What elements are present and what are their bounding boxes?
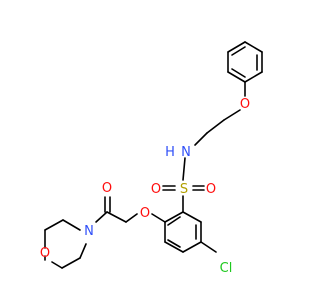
bond — [182, 157, 186, 181]
bond — [231, 68, 246, 78]
bond — [167, 239, 181, 248]
bond — [106, 211, 127, 223]
atom-o-s1: O — [151, 182, 161, 197]
bond — [51, 261, 63, 269]
atom-o-ether1: O — [240, 97, 250, 112]
atom-s: S — [180, 182, 188, 197]
atom-o-morpholine: O — [40, 246, 50, 261]
bond — [95, 211, 108, 223]
bond — [62, 219, 81, 231]
bond — [125, 213, 138, 223]
bond — [167, 216, 181, 226]
bond — [44, 219, 64, 231]
atom-o-s2: O — [206, 182, 216, 197]
atom-h-amide: H — [165, 145, 175, 160]
structure-svg: O N H S O O O O N O Cl — [40, 41, 263, 276]
bond — [151, 213, 166, 223]
bond — [223, 109, 241, 121]
bond — [227, 71, 246, 83]
bond — [200, 241, 217, 253]
bond — [61, 257, 81, 269]
bond — [164, 241, 184, 253]
bond — [244, 71, 263, 83]
morpholine-ring — [44, 219, 87, 269]
bond — [244, 41, 263, 53]
bond — [182, 211, 202, 223]
bond — [206, 119, 225, 134]
phenyl-ring — [227, 41, 263, 83]
atom-cl: Cl — [220, 261, 233, 276]
bond — [194, 132, 208, 146]
bond — [182, 241, 202, 253]
atom-n-morpholine: N — [84, 224, 94, 239]
bond — [227, 41, 246, 53]
molecule-diagram: O N H S O O O O N O Cl — [40, 41, 263, 276]
atom-o-ether2: O — [140, 206, 150, 221]
atom-o-keto: O — [102, 181, 112, 196]
atom-n-amide: N — [181, 145, 191, 160]
bond — [164, 211, 184, 223]
bond — [231, 46, 246, 56]
central-ring — [164, 211, 202, 253]
bond — [79, 243, 87, 259]
